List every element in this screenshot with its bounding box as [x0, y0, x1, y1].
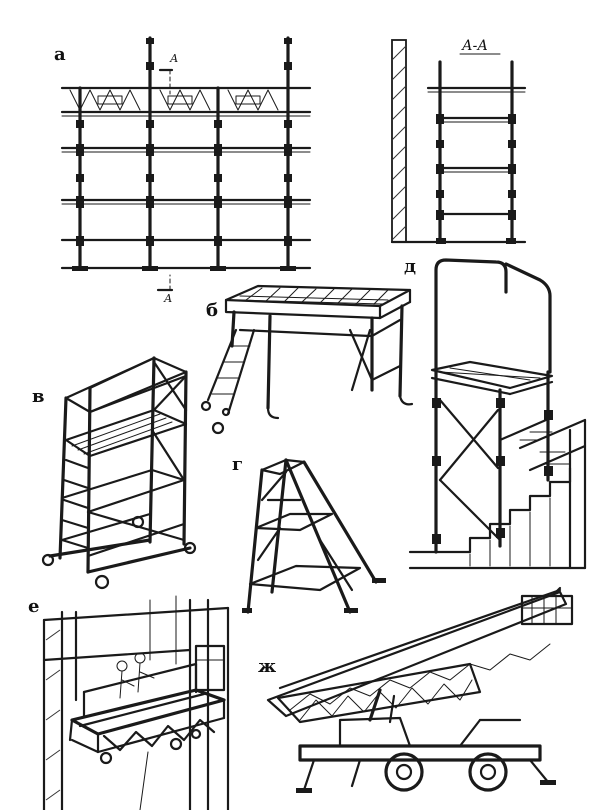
label-a: а: [54, 44, 66, 65]
section-a-a-view: [390, 39, 527, 244]
section-title: А-А: [461, 38, 488, 54]
panel-a-scaffold-facade: [60, 36, 312, 292]
panel-d-stair-platform: [408, 258, 587, 570]
panel-e-suspended-cradle: [42, 595, 230, 810]
panel-v-mobile-tower: [41, 356, 197, 590]
section-mark-bottom: А: [163, 292, 172, 305]
panel-b-trestle: [200, 284, 414, 435]
label-zh: ж: [258, 656, 276, 677]
label-b: б: [206, 300, 218, 321]
label-e: е: [28, 596, 39, 617]
label-d: д: [404, 256, 416, 277]
label-g: г: [232, 454, 243, 475]
panel-g-step-ladder: [242, 458, 386, 614]
panel-zh-truck-lift: [266, 586, 574, 793]
section-mark-top: А: [169, 52, 178, 65]
label-v: в: [32, 386, 45, 407]
